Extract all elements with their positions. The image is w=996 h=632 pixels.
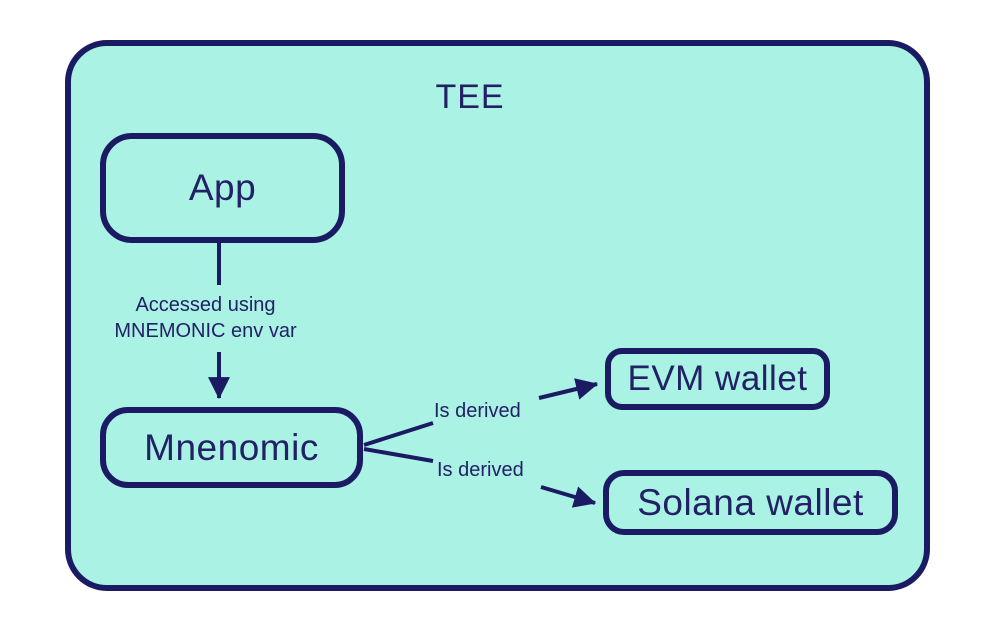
edge-label-is-derived-solana: Is derived [437,459,524,481]
node-mnemonic: Mnenomic [100,407,363,488]
node-app: App [100,133,345,243]
edge-label-is-derived-evm: Is derived [434,400,521,422]
node-app-label: App [188,167,257,208]
node-solana-wallet: Solana wallet [603,470,898,535]
node-evm-wallet-label: EVM wallet [627,359,808,398]
edge-label-accessed-using: Accessed using MNEMONIC env var [103,292,308,344]
edge-mnemonic-to-evm [363,378,599,447]
tee-label: TEE [435,78,505,116]
node-evm-wallet: EVM wallet [605,348,830,410]
node-solana-wallet-label: Solana wallet [637,481,864,523]
edge-label-accessed-line2: MNEMONIC env var [114,320,297,342]
edge-mnemonic-to-solana [363,447,597,508]
node-mnemonic-label: Mnenomic [144,426,319,468]
edge-label-accessed-line1: Accessed using [135,294,276,316]
